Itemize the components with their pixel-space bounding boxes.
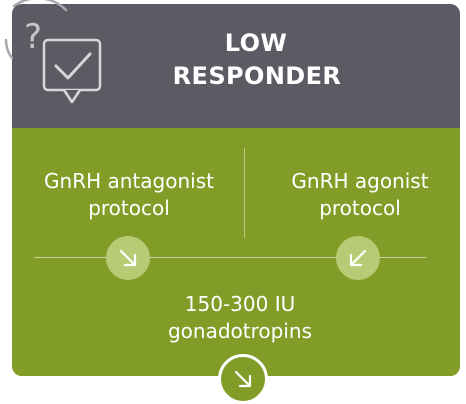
low-responder-card: [12, 4, 460, 376]
agonist-protocol-line-1: GnRH agonist: [291, 169, 429, 193]
arrow-down-left-icon: [336, 236, 380, 280]
connector-line-left: [34, 257, 106, 258]
antagonist-protocol-line-1: GnRH antagonist: [44, 169, 214, 193]
antagonist-protocol-label: GnRH antagonist protocol: [24, 168, 234, 222]
agonist-protocol-label: GnRH agonist protocol: [262, 168, 458, 222]
title-line-2: RESPONDER: [172, 62, 342, 90]
result-line-2: gonadotropins: [167, 319, 312, 343]
connector-line-center: [150, 257, 336, 258]
gonadotropins-result: 150-300 IU gonadotropins: [140, 291, 340, 345]
result-line-1: 150-300 IU: [184, 292, 296, 316]
vertical-divider: [244, 148, 245, 238]
arrow-down-right-icon: [106, 236, 150, 280]
card-title: LOW RESPONDER: [0, 27, 466, 93]
connector-line-right: [380, 257, 426, 258]
antagonist-protocol-line-2: protocol: [88, 196, 170, 220]
card-header: [12, 4, 460, 128]
title-line-1: LOW: [224, 29, 288, 57]
result-arrow-icon: [218, 354, 268, 404]
card-body: [12, 128, 460, 376]
agonist-protocol-line-2: protocol: [319, 196, 401, 220]
question-chat-check-icon: ?: [0, 0, 120, 120]
svg-text:?: ?: [24, 17, 42, 57]
